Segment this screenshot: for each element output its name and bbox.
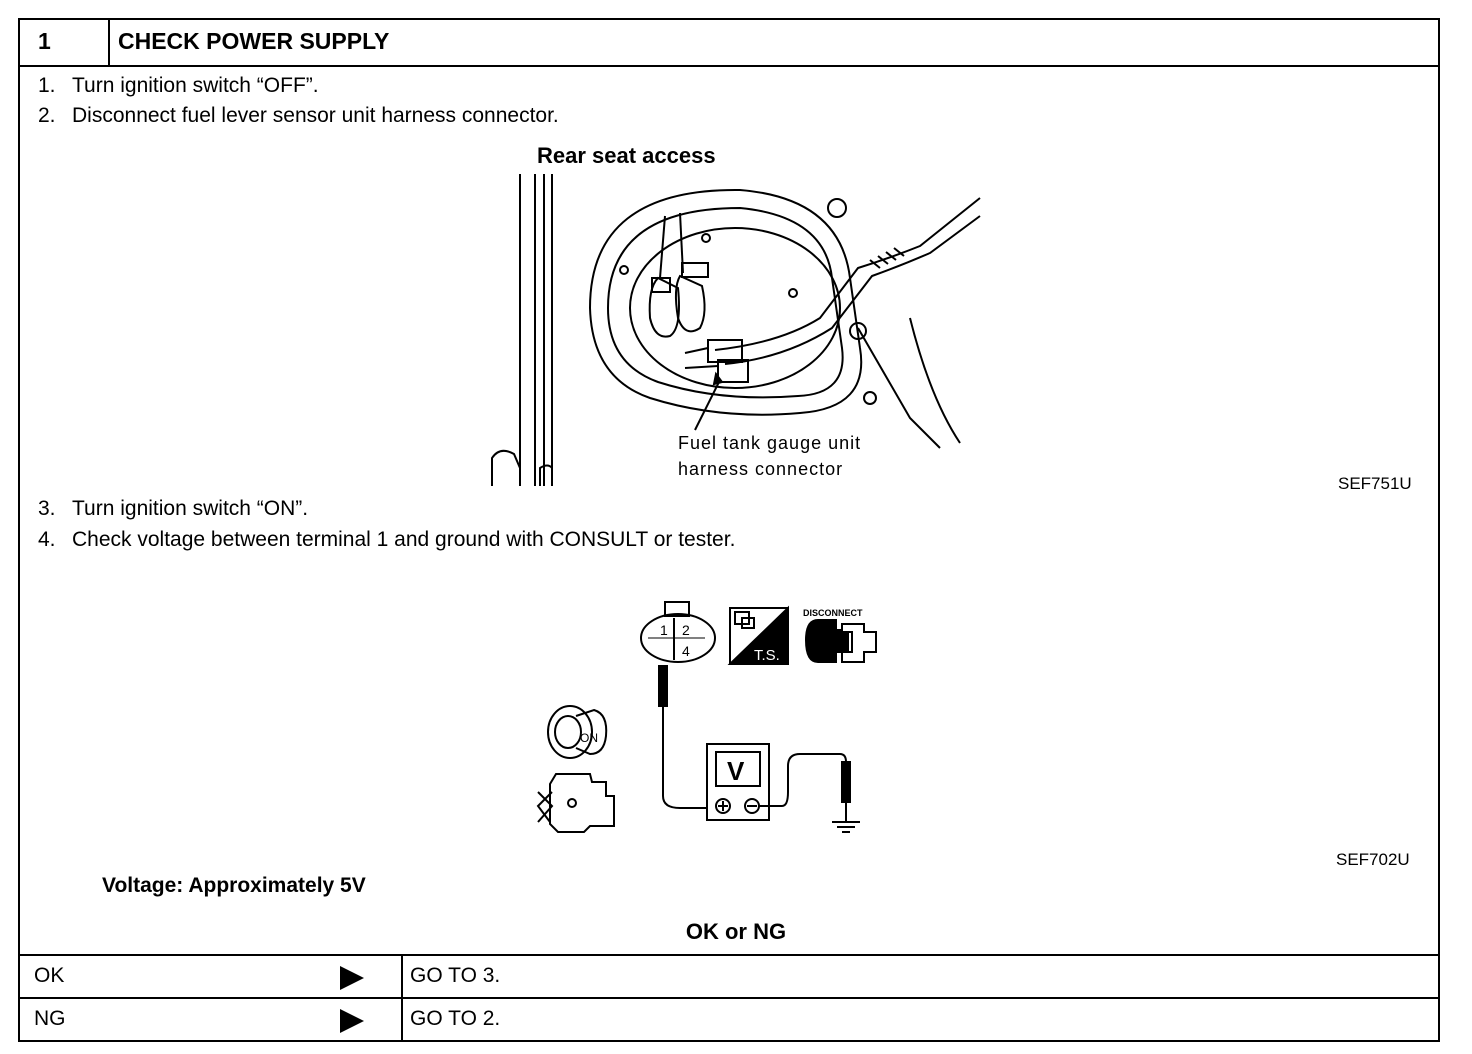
result-row-ok[interactable]: OK GO TO 3.	[18, 954, 1440, 998]
result-ok-action[interactable]: GO TO 3.	[410, 964, 501, 987]
step-2: 2. Disconnect fuel lever sensor unit harn…	[38, 104, 559, 128]
pin-1: 1	[660, 622, 668, 638]
disconnect-icon: DISCONNECT	[803, 608, 877, 663]
procedure-frame	[18, 18, 1440, 1042]
ignition-key-icon: ON	[547, 705, 608, 759]
ts-label: T.S.	[754, 647, 780, 664]
result-ng-label: NG	[34, 1007, 66, 1030]
connector-icon: 1 2 4	[640, 601, 716, 663]
ok-or-ng-label: OK or NG	[685, 919, 787, 944]
step-number: 1	[18, 18, 110, 65]
figure-1-ref: SEF751U	[1338, 474, 1412, 493]
voltage-check-illustration: 1 2 4 T.S. DISCONNECT ON V	[536, 601, 877, 833]
pin-2: 2	[682, 622, 690, 638]
figure-2-ref: SEF702U	[1336, 850, 1410, 869]
voltage-spec: Voltage: Approximately 5V	[102, 874, 366, 897]
step-1-number: 1.	[38, 74, 56, 97]
right-triangle-arrow-icon	[340, 1009, 364, 1033]
result-ok-label: OK	[34, 964, 65, 987]
voltmeter-icon: V	[706, 743, 770, 821]
ts-icon: T.S.	[727, 605, 789, 665]
right-triangle-arrow-icon	[340, 966, 364, 990]
figure-1-callout: Fuel tank gauge unit harness connector	[678, 430, 861, 482]
figure-1-title: Rear seat access	[537, 143, 716, 168]
callout-line-2: harness connector	[678, 459, 844, 479]
step-1-text: Turn ignition switch “OFF”.	[72, 74, 319, 97]
ground-icon	[832, 802, 860, 833]
pin-4: 4	[682, 643, 690, 659]
procedure-header: 1 CHECK POWER SUPPLY	[18, 18, 1440, 67]
result-divider	[401, 999, 403, 1041]
step-2-number: 2.	[38, 104, 56, 127]
step-4-number: 4.	[38, 528, 56, 551]
key-label: ON	[580, 731, 598, 745]
step-4: 4. Check voltage between terminal 1 and g…	[38, 528, 735, 552]
callout-line-1: Fuel tank gauge unit	[678, 433, 862, 453]
step-3-number: 3.	[38, 497, 56, 520]
step-3: 3. Turn ignition switch “ON”.	[38, 497, 308, 521]
result-row-ng[interactable]: NG GO TO 2.	[18, 997, 1440, 1042]
step-3-text: Turn ignition switch “ON”.	[72, 497, 309, 520]
disconnect-label: DISCONNECT	[803, 608, 863, 618]
result-divider	[401, 956, 403, 998]
engine-icon	[536, 773, 615, 833]
meter-label: V	[727, 756, 745, 786]
procedure-title: CHECK POWER SUPPLY	[118, 28, 390, 54]
step-4-text: Check voltage between terminal 1 and gro…	[72, 528, 736, 551]
result-ng-action[interactable]: GO TO 2.	[410, 1007, 501, 1030]
fuel-tank-access-illustration	[491, 174, 981, 486]
step-2-text: Disconnect fuel lever sensor unit harnes…	[72, 104, 559, 127]
step-1: 1. Turn ignition switch “OFF”.	[38, 74, 319, 98]
